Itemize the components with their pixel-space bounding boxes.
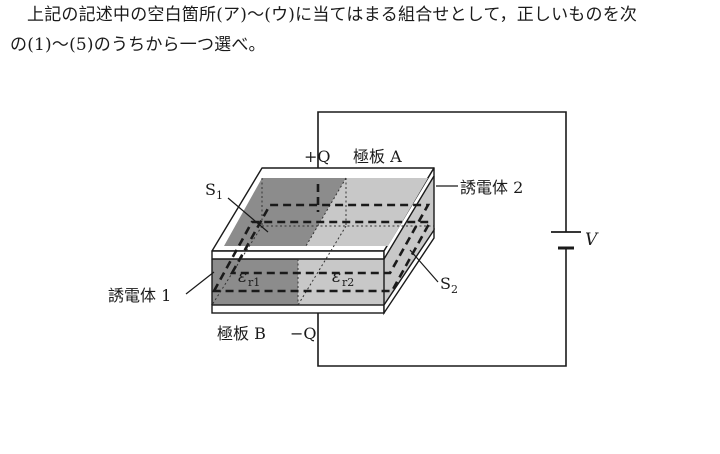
dielectric-right-face	[384, 176, 434, 313]
closed-surfaces	[211, 184, 433, 293]
dielectric-1-label: 誘電体 1	[108, 286, 171, 305]
question-text: 上記の記述中の空白箇所(ア)～(ウ)に当てはまる組合せとして，正しいものを次 の…	[10, 0, 710, 60]
surface-s2	[211, 220, 433, 293]
s1-main: S	[205, 180, 216, 199]
s2-label: S 2	[440, 274, 458, 296]
s1-sub: 1	[216, 189, 223, 202]
question-line-1: 上記の記述中の空白箇所(ア)～(ウ)に当てはまる組合せとして，正しいものを次	[27, 5, 638, 25]
plate-a-label: 極板 A	[353, 147, 402, 166]
battery-symbol	[551, 231, 581, 250]
eps1-label: ε r1	[238, 267, 260, 289]
plate-b-charge: −Q	[290, 324, 317, 343]
eps2-sub: r2	[342, 276, 354, 289]
eps1-main: ε	[238, 267, 247, 287]
plate-a-charge: +Q	[304, 147, 331, 166]
eps2-label: ε r2	[332, 267, 354, 289]
block-outline	[211, 176, 435, 305]
voltage-label: V	[585, 230, 599, 250]
question-line-2: の(1)～(5)のうちから一つ選べ。	[10, 35, 266, 55]
s1-label: S 1	[205, 180, 223, 202]
s2-main: S	[440, 274, 451, 293]
surface-s1	[229, 203, 431, 275]
circuit-wire	[317, 111, 567, 367]
eps1-sub: r1	[248, 276, 260, 289]
dielectric-2-label: 誘電体 2	[460, 178, 523, 197]
dielectric-2-front-face	[298, 259, 384, 305]
s2-sub: 2	[451, 283, 458, 296]
plate-b-label: 極板 B	[217, 324, 266, 343]
leader-lines	[185, 185, 458, 295]
eps2-main: ε	[332, 267, 341, 287]
